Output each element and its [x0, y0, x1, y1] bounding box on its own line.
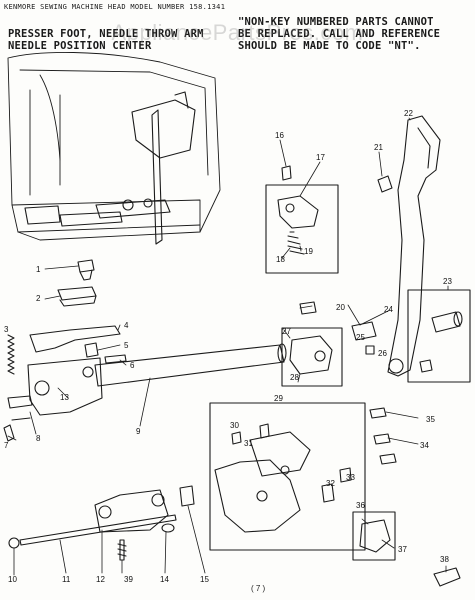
- needle-clamp-box: [281, 301, 377, 387]
- callout-15: 15: [200, 575, 209, 584]
- presser-bar-assembly: [24, 91, 196, 245]
- spring-3: [7, 334, 15, 375]
- zigzag-mechanism-box: [209, 402, 397, 551]
- callout-4: 4: [124, 321, 129, 330]
- callout-26: 26: [378, 349, 387, 358]
- callout-35: 35: [426, 415, 435, 424]
- callout-leaders: [7, 117, 449, 576]
- section-title-line-2: NEEDLE POSITION CENTER: [8, 40, 152, 52]
- callout-25: 25: [356, 333, 365, 342]
- callout-16: 16: [275, 131, 284, 140]
- callout-18: 18: [276, 255, 285, 264]
- callout-38: 38: [440, 555, 449, 564]
- callout-28: 28: [290, 373, 299, 382]
- callout-6: 6: [130, 361, 135, 370]
- callout-13: 13: [60, 393, 69, 402]
- section-title-line-1: PRESSER FOOT, NEEDLE THROW ARM: [8, 28, 204, 40]
- callout-19: 19: [304, 247, 313, 256]
- note-line-1: "NON-KEY NUMBERED PARTS CANNOT: [238, 16, 434, 28]
- callout-9: 9: [136, 427, 141, 436]
- callout-14: 14: [160, 575, 169, 584]
- callout-21: 21: [374, 143, 383, 152]
- callout-2: 2: [36, 294, 41, 303]
- callout-27: 27: [282, 327, 291, 336]
- callout-33: 33: [346, 473, 355, 482]
- callout-34: 34: [420, 441, 429, 450]
- callout-31: 31: [244, 439, 253, 448]
- callout-10: 10: [8, 575, 17, 584]
- thread-guide-parts: [29, 325, 127, 364]
- callout-23: 23: [443, 277, 452, 286]
- callout-37: 37: [398, 545, 407, 554]
- callout-17: 17: [316, 153, 325, 162]
- callout-20: 20: [336, 303, 345, 312]
- needle-throw-lever: [377, 115, 441, 377]
- callout-11: 11: [62, 575, 71, 584]
- callout-8: 8: [36, 434, 41, 443]
- stitch-control-box: [407, 289, 471, 383]
- callout-numbers: 1 2 3 4 5 6 7 8 9 10 11 12 13 14 15 16 1…: [4, 109, 452, 584]
- callout-36: 36: [356, 501, 365, 510]
- callout-3: 3: [4, 325, 9, 334]
- callout-30: 30: [230, 421, 239, 430]
- callout-22: 22: [404, 109, 413, 118]
- note-line-2: BE REPLACED. CALL AND REFERENCE: [238, 28, 441, 40]
- machine-head-outline: [7, 51, 221, 241]
- model-number-line: KENMORE SEWING MACHINE HEAD MODEL NUMBER…: [4, 3, 226, 11]
- callout-7: 7: [4, 441, 9, 450]
- callout-12: 12: [96, 575, 105, 584]
- callout-1: 1: [36, 265, 41, 274]
- note-line-3: SHOULD BE MADE TO CODE "NT".: [238, 40, 421, 52]
- lower-shaft-parts: [8, 485, 195, 561]
- main-shaft: [3, 343, 287, 442]
- callout-39: 39: [124, 575, 133, 584]
- callout-29: 29: [274, 394, 283, 403]
- callout-24: 24: [384, 305, 393, 314]
- callout-32: 32: [326, 479, 335, 488]
- feed-dog-box: [352, 511, 461, 587]
- presser-foot-parts: [57, 259, 97, 307]
- page-number: ( 7 ): [251, 584, 266, 593]
- callout-5: 5: [124, 341, 129, 350]
